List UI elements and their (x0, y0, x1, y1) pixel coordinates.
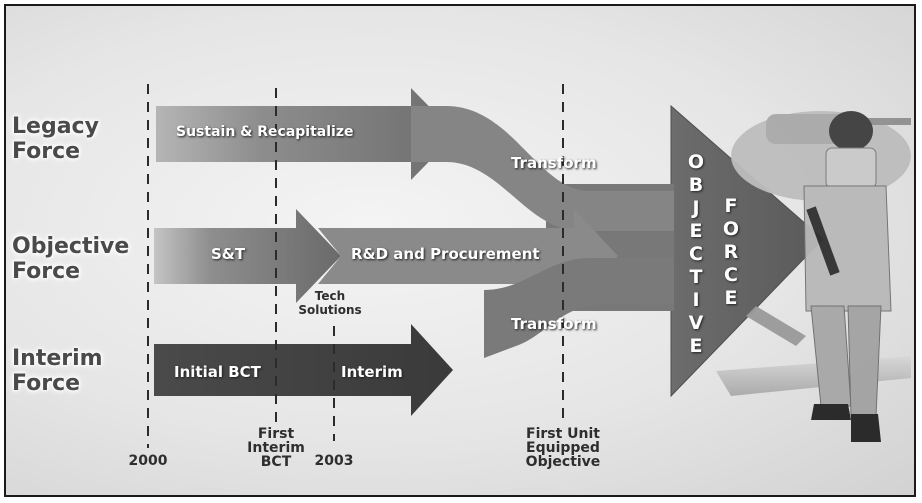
force-letter-4: C (724, 264, 738, 286)
interim-force-label: Interim Force (12, 346, 103, 396)
force-letter-3: R (723, 241, 739, 263)
objective-st-arrow (154, 209, 341, 303)
force-letter-1: F (724, 195, 738, 217)
interim-label-line2: Force (12, 371, 81, 396)
first-unit-equipped-label: First Unit Equipped Objective (513, 427, 613, 469)
timeline-markers (147, 84, 564, 448)
objective-letter-6: T (689, 266, 703, 288)
objective-letter-9: E (689, 335, 703, 357)
objective-letter-3: J (692, 197, 700, 219)
objective-letter-5: C (689, 243, 703, 265)
objective-letter-7: I (692, 289, 700, 311)
force-letter-5: E (724, 287, 738, 309)
interim-arrow (154, 324, 453, 416)
legacy-force-label: Legacy Force (12, 114, 99, 164)
objective-letter-4: E (689, 220, 703, 242)
tech-solutions-line1: Tech (314, 289, 346, 303)
interim-arrow-label: Interim (341, 363, 403, 381)
objective-letter-2: B (688, 174, 704, 196)
tech-solutions-line2: Solutions (298, 303, 362, 317)
legacy-label-line2: Force (12, 139, 81, 164)
objective-label-line1: Objective (12, 234, 130, 259)
soldier-helmet (829, 111, 873, 151)
interim-label-line1: Interim (12, 346, 103, 371)
photo-montage (716, 111, 911, 442)
diagram-graphics (147, 84, 911, 448)
objective-letter-1: O (687, 151, 705, 173)
interim-transform-arrow (484, 258, 674, 358)
transform-bottom-label: Transform (511, 315, 597, 333)
objective-label-line2: Force (12, 259, 81, 284)
legacy-transform-curve (411, 106, 674, 231)
objective-force-transformation-diagram: Legacy Force Objective Force Interim For… (4, 4, 916, 497)
soldier-body (803, 185, 892, 312)
objective-letter-8: V (688, 312, 704, 334)
year-2003-label: 2003 (314, 453, 354, 469)
tech-solutions-note: Tech Solutions (290, 289, 370, 317)
first-unit-line2: Equipped (526, 440, 600, 456)
sustain-recapitalize-label: Sustain & Recapitalize (176, 124, 354, 140)
legacy-arrow (156, 88, 456, 180)
force-letter-2: O (722, 218, 740, 240)
first-interim-line3: BCT (260, 454, 292, 470)
year-2000-label: 2000 (128, 453, 168, 469)
first-unit-line1: First Unit (526, 426, 600, 442)
rd-procurement-label: R&D and Procurement (351, 245, 540, 263)
transform-top-label: Transform (511, 154, 597, 172)
objective-force-label: Objective Force (12, 234, 129, 284)
first-unit-line3: Objective (525, 454, 601, 470)
aircraft-wing (716, 356, 911, 396)
first-interim-line2: Interim (247, 440, 305, 456)
first-interim-line1: First (257, 426, 295, 442)
first-interim-bct-label: First Interim BCT (236, 427, 316, 469)
initial-bct-label: Initial BCT (174, 363, 261, 381)
legacy-label-line1: Legacy (12, 114, 99, 139)
st-label: S&T (211, 245, 246, 263)
